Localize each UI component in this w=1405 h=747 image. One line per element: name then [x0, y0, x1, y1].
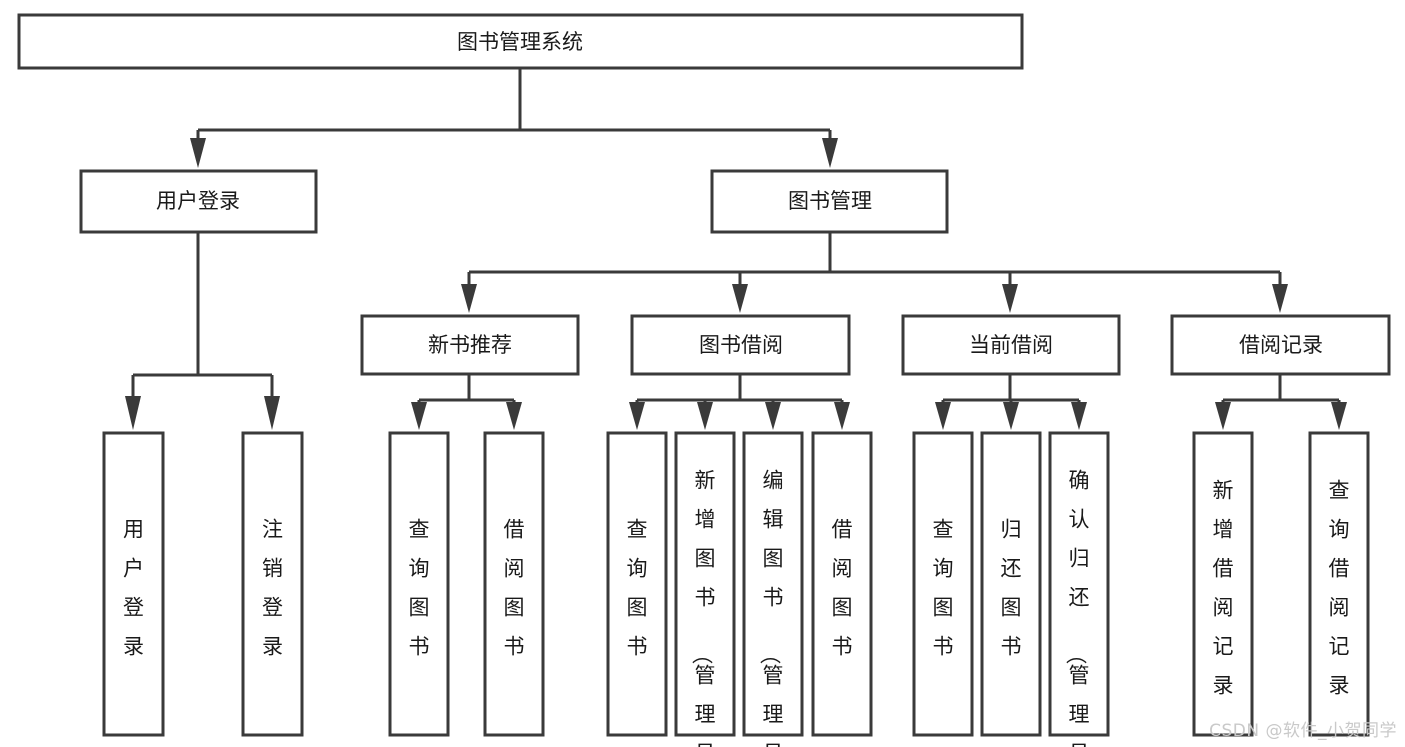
- arrow-head-leaf-br-query: [1331, 402, 1347, 430]
- node-leaf-cb-return-label: 归还图书: [1001, 517, 1022, 658]
- node-leaf-br-add[interactable]: 新增借阅记录: [1192, 431, 1254, 737]
- node-leaf-bb-query-box[interactable]: [606, 431, 668, 737]
- arrow-head-leaf-bb-edit: [765, 402, 781, 430]
- node-leaf-user-logout-label: 注销登录: [262, 517, 283, 658]
- node-leaf-rec-borrow-box[interactable]: [483, 431, 545, 737]
- arrow-head-leaf-bb-borrow: [834, 402, 850, 430]
- arrow-head-leaf-rec-borrow: [506, 402, 522, 430]
- node-book-borrow-label: 图书借阅: [699, 333, 783, 357]
- arrow-head-borrow-record: [1272, 284, 1288, 313]
- node-current-borrow-box[interactable]: [901, 314, 1121, 376]
- node-leaf-bb-borrow[interactable]: 借阅图书: [811, 431, 873, 737]
- node-leaf-bb-edit[interactable]: 编辑图书（管理员）: [742, 431, 804, 747]
- connector-layer: [125, 68, 1347, 430]
- node-layer: 图书管理系统 用户登录 图书管理 新书推荐 图书借阅: [17, 13, 1391, 747]
- arrow-head-leaf-user-logout: [264, 396, 280, 430]
- node-leaf-cb-confirm-box[interactable]: [1048, 431, 1110, 737]
- node-leaf-cb-confirm[interactable]: 确认归还（管理员）: [1048, 431, 1110, 747]
- arrow-head-current-borrow: [1002, 284, 1018, 313]
- node-leaf-bb-add-label: 新增图书（管理员）: [690, 468, 716, 747]
- arrow-head-leaf-user-login: [125, 396, 141, 430]
- arrow-head-leaf-br-add: [1215, 402, 1231, 430]
- node-leaf-rec-query-label: 查询图书: [409, 517, 430, 658]
- node-leaf-cb-query[interactable]: 查询图书: [912, 431, 974, 737]
- node-leaf-br-add-box[interactable]: [1192, 431, 1254, 737]
- node-book-manage[interactable]: 图书管理: [710, 169, 949, 234]
- arrow-head-leaf-rec-query: [411, 402, 427, 430]
- node-leaf-br-query-box[interactable]: [1308, 431, 1370, 737]
- node-leaf-cb-query-box[interactable]: [912, 431, 974, 737]
- arrow-head-leaf-cb-query: [935, 402, 951, 430]
- node-leaf-cb-confirm-label: 确认归还（管理员）: [1064, 468, 1090, 747]
- arrow-head-book-manage: [822, 138, 838, 168]
- node-new-book-rec-label: 新书推荐: [428, 333, 512, 357]
- node-book-borrow-box[interactable]: [630, 314, 851, 376]
- node-new-book-rec-box[interactable]: [360, 314, 580, 376]
- node-leaf-bb-add[interactable]: 新增图书（管理员）: [674, 431, 736, 747]
- arrow-head-leaf-cb-confirm: [1071, 402, 1087, 430]
- node-leaf-user-login-box[interactable]: [102, 431, 165, 737]
- node-new-book-rec[interactable]: 新书推荐: [360, 314, 580, 376]
- node-leaf-br-query-label: 查询借阅记录: [1329, 478, 1350, 697]
- node-borrow-record-box[interactable]: [1170, 314, 1391, 376]
- node-root[interactable]: 图书管理系统: [17, 13, 1024, 70]
- node-leaf-br-query[interactable]: 查询借阅记录: [1308, 431, 1370, 737]
- node-leaf-rec-query[interactable]: 查询图书: [388, 431, 450, 737]
- node-book-manage-label: 图书管理: [788, 189, 872, 213]
- node-leaf-bb-borrow-label: 借阅图书: [832, 517, 853, 658]
- node-root-box[interactable]: [17, 13, 1024, 70]
- arrow-head-leaf-bb-query: [629, 402, 645, 430]
- node-user-login-box[interactable]: [79, 169, 318, 234]
- node-current-borrow[interactable]: 当前借阅: [901, 314, 1121, 376]
- arrow-head-leaf-bb-add: [697, 402, 713, 430]
- node-leaf-br-add-label: 新增借阅记录: [1213, 478, 1234, 697]
- node-leaf-bb-query-label: 查询图书: [627, 517, 648, 658]
- node-leaf-rec-query-box[interactable]: [388, 431, 450, 737]
- node-leaf-user-logout[interactable]: 注销登录: [241, 431, 304, 737]
- node-user-login[interactable]: 用户登录: [79, 169, 318, 234]
- arrow-head-user-login: [190, 138, 206, 168]
- node-leaf-rec-borrow[interactable]: 借阅图书: [483, 431, 545, 737]
- node-leaf-bb-add-box[interactable]: [674, 431, 736, 737]
- node-book-manage-box[interactable]: [710, 169, 949, 234]
- node-leaf-bb-query[interactable]: 查询图书: [606, 431, 668, 737]
- node-leaf-bb-edit-label: 编辑图书（管理员）: [758, 468, 784, 747]
- node-root-label: 图书管理系统: [457, 30, 583, 54]
- node-user-login-label: 用户登录: [156, 189, 240, 213]
- node-book-borrow[interactable]: 图书借阅: [630, 314, 851, 376]
- csdn-watermark: CSDN @软件_小贺同学: [1209, 721, 1397, 741]
- node-borrow-record-label: 借阅记录: [1239, 333, 1323, 357]
- arrow-head-book-borrow: [732, 284, 748, 313]
- node-leaf-user-login-label: 用户登录: [123, 517, 144, 658]
- node-leaf-bb-borrow-box[interactable]: [811, 431, 873, 737]
- node-leaf-cb-query-label: 查询图书: [933, 517, 954, 658]
- node-leaf-rec-borrow-label: 借阅图书: [504, 517, 525, 658]
- node-current-borrow-label: 当前借阅: [969, 333, 1053, 357]
- node-leaf-cb-return-box[interactable]: [980, 431, 1042, 737]
- node-leaf-user-logout-box[interactable]: [241, 431, 304, 737]
- node-borrow-record[interactable]: 借阅记录: [1170, 314, 1391, 376]
- node-leaf-bb-edit-box[interactable]: [742, 431, 804, 737]
- arrow-head-new-book-rec: [461, 284, 477, 313]
- node-leaf-user-login[interactable]: 用户登录: [102, 431, 165, 737]
- arrow-head-leaf-cb-return: [1003, 402, 1019, 430]
- node-leaf-cb-return[interactable]: 归还图书: [980, 431, 1042, 737]
